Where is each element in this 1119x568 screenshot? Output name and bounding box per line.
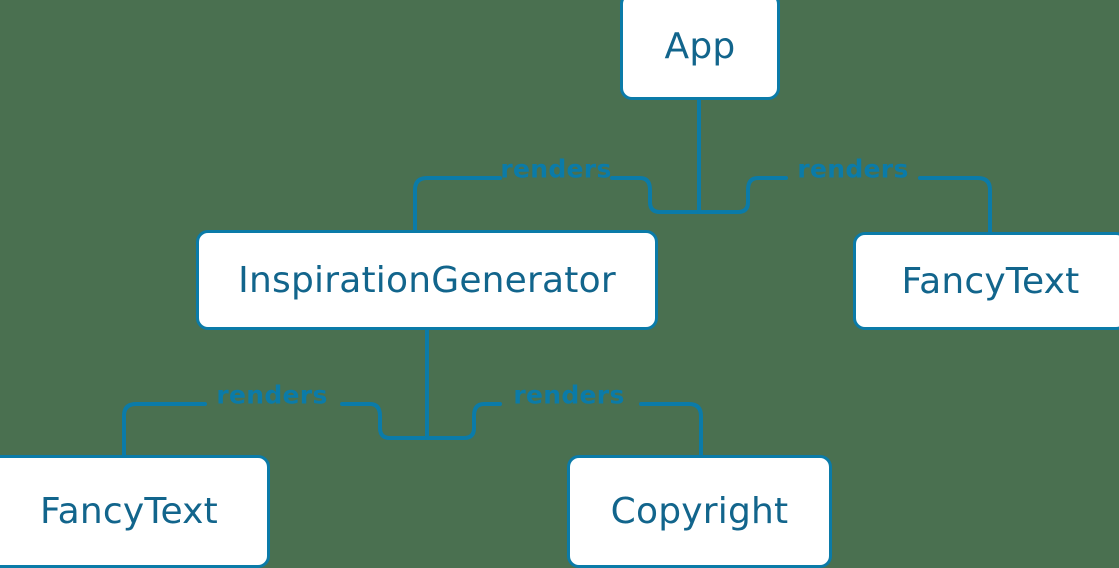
- node-inspiration-generator[interactable]: InspirationGenerator: [196, 230, 658, 330]
- edge-ig-copyright-tail: [639, 402, 703, 457]
- edge-label-app-inspiration: renders: [500, 154, 612, 184]
- edge-app-fancytext: [697, 176, 788, 214]
- node-fancytext-right-label: FancyText: [901, 260, 1080, 302]
- edge-ig-fancytext-tail: [122, 402, 207, 457]
- node-inspiration-generator-label: InspirationGenerator: [238, 259, 616, 301]
- node-app-label: App: [664, 25, 736, 67]
- node-fancytext-right[interactable]: FancyText: [853, 232, 1119, 330]
- edge-app-inspiration: [610, 176, 701, 214]
- edge-app-fancytext-tail: [918, 176, 992, 234]
- edge-label-inspiration-copyright: renders: [513, 380, 625, 410]
- edge-label-inspiration-fancytext: renders: [216, 380, 328, 410]
- node-fancytext-bottom-label: FancyText: [40, 491, 218, 532]
- edge-ig-copyright: [425, 402, 502, 440]
- node-fancytext-bottom[interactable]: FancyText: [0, 455, 270, 568]
- edge-ig-fancytext: [340, 402, 429, 440]
- node-app[interactable]: App: [620, 0, 780, 100]
- edge-app-inspiration-tail: [413, 176, 502, 232]
- node-copyright[interactable]: Copyright: [567, 455, 832, 568]
- edge-label-app-fancytext: renders: [797, 154, 909, 184]
- node-copyright-label: Copyright: [610, 491, 789, 532]
